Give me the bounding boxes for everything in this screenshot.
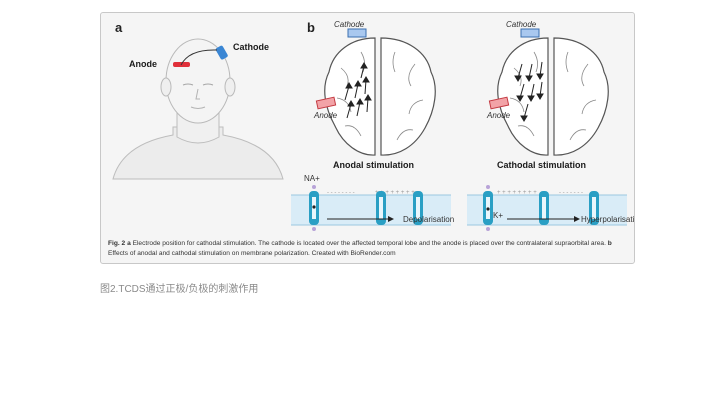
caption-a-text: Electrode position for cathodal stimulat…: [130, 240, 608, 247]
depolarisation-label: Depolarisation: [403, 215, 455, 224]
caption-fig-id: Fig. 2: [108, 240, 126, 247]
cathode-label-a: Cathode: [233, 42, 269, 52]
membrane-cathodal: + + + + + + + + - - - - - - -: [467, 185, 627, 231]
cathode-electrode-left: [347, 28, 367, 38]
figure-note: 图2.TCDS通过正极/负极的刺激作用: [100, 284, 259, 295]
cathode-label-left: Cathode: [334, 20, 365, 29]
panel-a-letter: a: [115, 20, 123, 35]
ion-label-na: NA+: [304, 174, 320, 183]
svg-text:- - - - - - - -: - - - - - - - -: [327, 190, 355, 196]
ion-label-k: K+: [493, 211, 504, 220]
anode-electrode-left: [315, 96, 337, 110]
anodal-title: Anodal stimulation: [333, 160, 414, 170]
anode-label-a: Anode: [129, 59, 157, 69]
cathode-label-right: Cathode: [506, 20, 537, 29]
panel-b-letter: b: [307, 20, 315, 35]
cathode-electrode: [215, 45, 228, 60]
svg-text:+ + + + + + + +: + + + + + + + +: [375, 190, 415, 196]
caption-a-letter: a: [127, 240, 131, 247]
figure-panel: a Anode Cathode b: [100, 12, 635, 264]
brain-cathodal: [497, 37, 609, 156]
caption-b-text: Effects of anodal and cathodal stimulati…: [108, 250, 396, 257]
anode-electrode-right: [488, 96, 510, 110]
svg-text:+ + + + + + + +: + + + + + + + +: [497, 190, 537, 196]
head-illustration: [112, 38, 284, 180]
cathodal-title: Cathodal stimulation: [497, 160, 587, 170]
hyperpolarisation-label: Hyperpolarisation: [581, 215, 635, 224]
cathode-electrode-right: [520, 28, 540, 38]
brain-anodal: [324, 37, 436, 156]
electrode-wire: [180, 49, 218, 66]
figure-caption: Fig. 2 a Electrode position for cathodal…: [108, 239, 628, 259]
caption-b-letter: b: [607, 240, 612, 247]
anode-label-left: Anode: [314, 111, 338, 120]
anode-label-right: Anode: [487, 111, 511, 120]
membrane-anodal: - - - - - - - - + + + + + + + +: [291, 185, 451, 231]
svg-text:- - - - - - -: - - - - - - -: [559, 190, 583, 196]
